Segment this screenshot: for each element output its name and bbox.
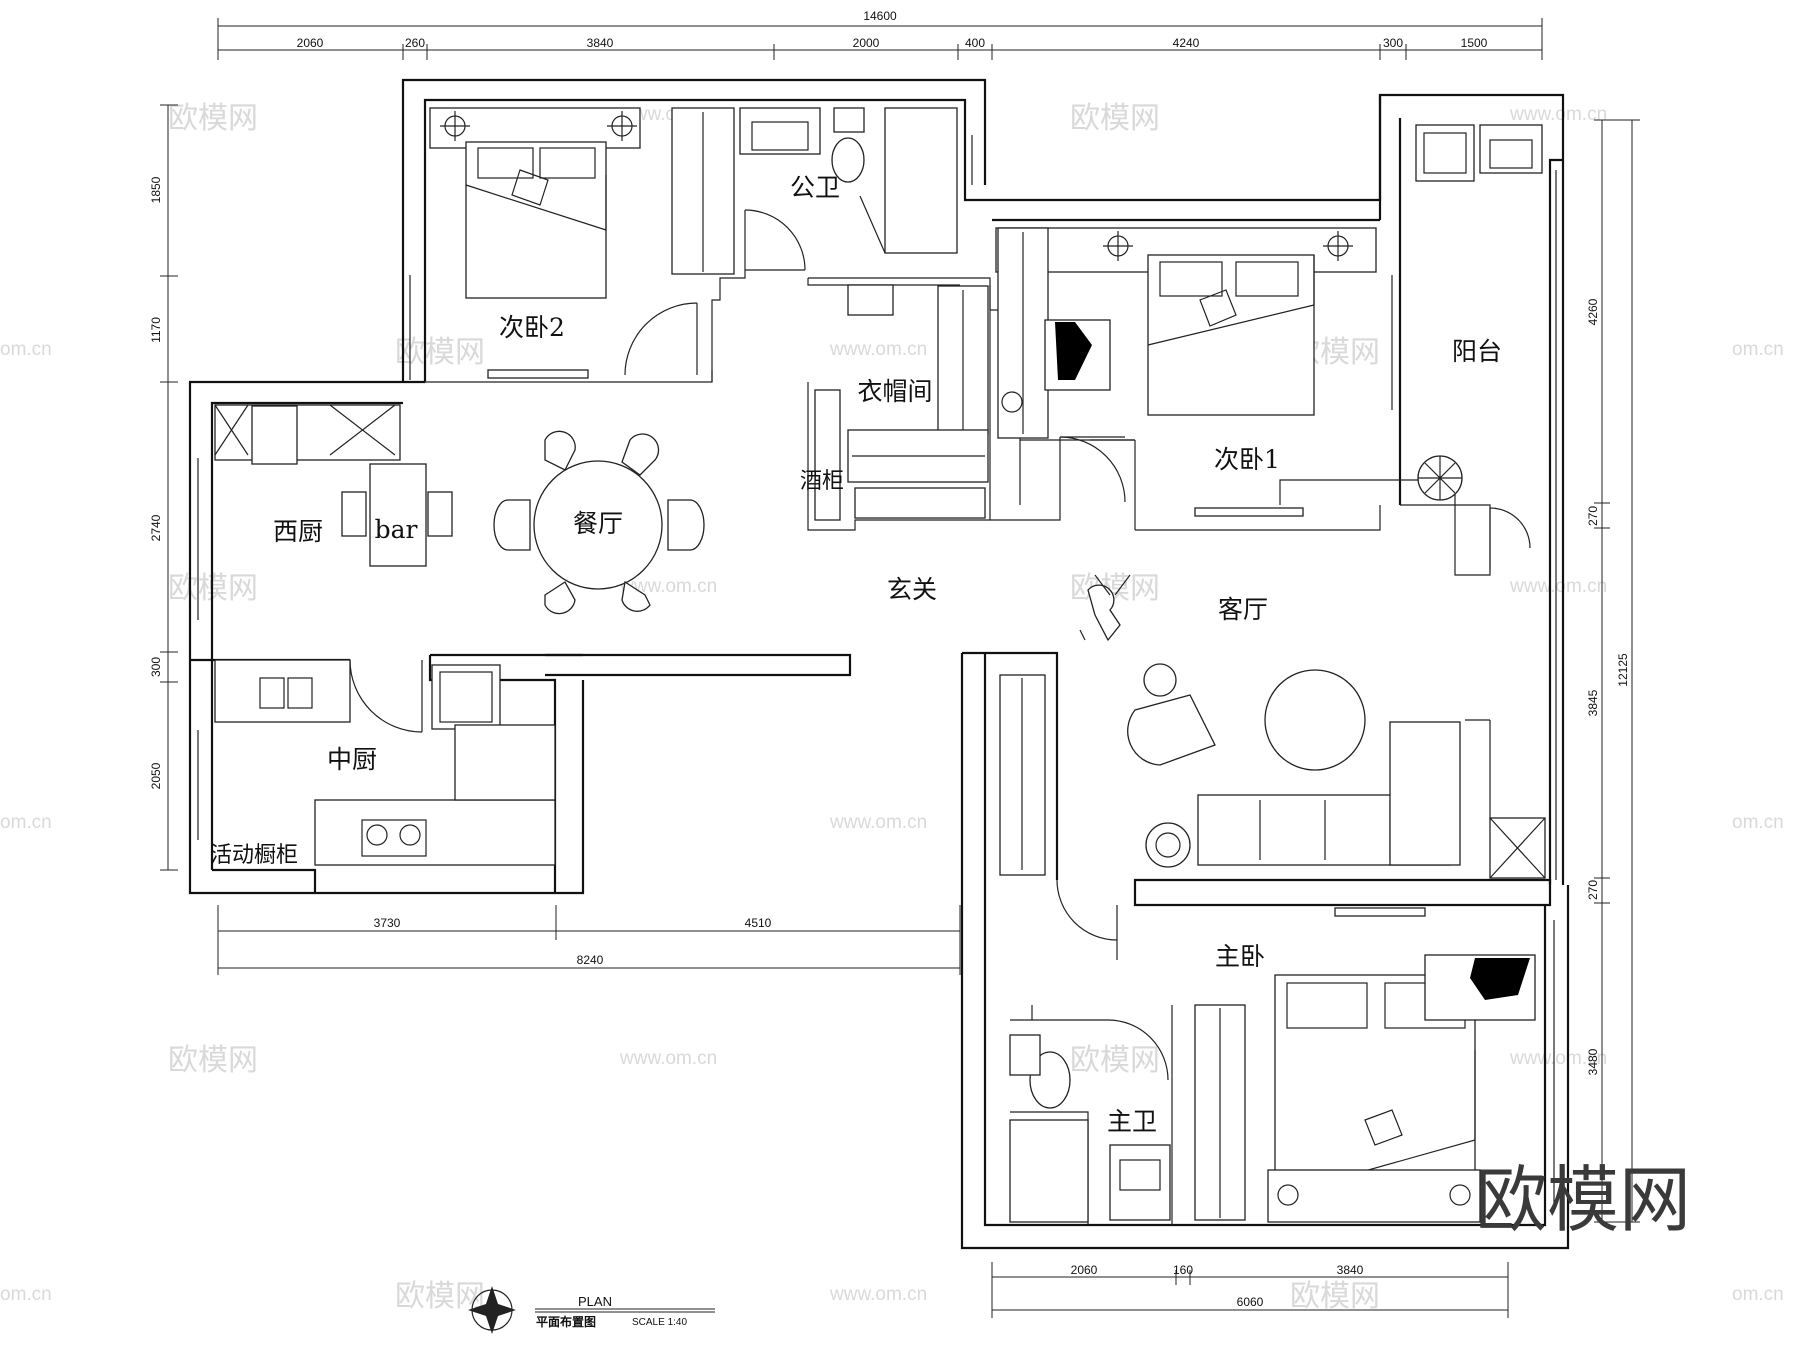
watermark-text: 欧模网 xyxy=(168,1043,258,1078)
watermark-text: 欧模网 xyxy=(1070,101,1160,136)
bedroom1-furniture xyxy=(995,227,1377,517)
watermark-url-edge: om.cn xyxy=(1732,1284,1784,1305)
dim-mid-seg: 4510 xyxy=(745,916,772,930)
watermark-url: www.om.cn xyxy=(1509,1048,1607,1069)
dining-table xyxy=(493,430,705,615)
dim-top-seg: 400 xyxy=(965,36,985,50)
dim-bottom-seg: 160 xyxy=(1173,1263,1193,1277)
plan-title-en: PLAN xyxy=(578,1294,612,1309)
watermark-text: 欧模网 xyxy=(1290,1279,1380,1314)
watermark-url: www.om.cn xyxy=(829,1284,927,1305)
dim-left-seg: 1850 xyxy=(149,176,163,203)
doors xyxy=(349,209,1531,1081)
dim-left-seg: 300 xyxy=(149,657,163,677)
dim-bottom-seg: 2060 xyxy=(1071,1263,1098,1277)
dimension-top: 14600 2060 260 3840 2000 400 4240 300 15… xyxy=(217,9,1543,60)
dim-right-seg: 4260 xyxy=(1586,298,1600,325)
label-living: 客厅 xyxy=(1218,595,1268,624)
dim-top-seg: 300 xyxy=(1383,36,1403,50)
dim-left-seg: 2740 xyxy=(149,514,163,541)
bedroom2-furniture xyxy=(429,107,735,379)
label-balcony: 阳台 xyxy=(1452,337,1502,366)
dim-bottom-total: 6060 xyxy=(1237,1295,1264,1309)
watermark-url: www.om.cn xyxy=(1509,576,1607,597)
watermark-url-edge: om.cn xyxy=(1732,339,1784,360)
label-bedroom1: 次卧1 xyxy=(1214,445,1280,474)
label-public-bath: 公卫 xyxy=(790,173,840,202)
dim-right-seg: 270 xyxy=(1586,880,1600,900)
watermark-url: www.om.cn xyxy=(619,1048,717,1069)
master-bath-fixtures xyxy=(1009,1034,1171,1223)
dimension-right: 4260 270 3845 270 3480 12125 xyxy=(1586,119,1640,1223)
walls xyxy=(188,78,1570,1250)
dim-mid-total: 8240 xyxy=(577,953,604,967)
label-western-kitchen: 西厨 xyxy=(273,517,323,546)
cloakroom-furniture xyxy=(814,284,989,521)
watermark-text: 欧模网 xyxy=(1070,571,1160,606)
dim-top-seg: 4240 xyxy=(1173,36,1200,50)
label-foyer: 玄关 xyxy=(887,575,937,604)
dim-left-seg: 2050 xyxy=(149,762,163,789)
label-master-bedroom: 主卧 xyxy=(1215,942,1265,971)
label-dining: 餐厅 xyxy=(573,509,623,538)
title-block: PLAN 平面布置图 SCALE 1:40 xyxy=(468,1286,715,1334)
watermark-url: www.om.cn xyxy=(619,576,717,597)
dim-bottom-seg: 3840 xyxy=(1337,1263,1364,1277)
watermark-url-edge: om.cn xyxy=(1732,812,1784,833)
dim-top-seg: 2060 xyxy=(297,36,324,50)
dim-top-seg: 3840 xyxy=(587,36,614,50)
watermark-text: 欧模网 xyxy=(395,335,485,370)
balcony-fixtures xyxy=(1415,124,1543,501)
chinese-kitchen-furniture xyxy=(214,659,556,866)
label-chinese-kitchen: 中厨 xyxy=(327,745,377,774)
label-master-bath: 主卫 xyxy=(1107,1107,1157,1136)
label-bedroom2: 次卧2 xyxy=(499,313,565,342)
western-kitchen-furniture xyxy=(214,404,453,567)
watermark-url: www.om.cn xyxy=(829,812,927,833)
dim-right-seg: 270 xyxy=(1586,506,1600,526)
dim-mid-seg: 3730 xyxy=(374,916,401,930)
dimension-bottom: 2060 160 3840 6060 xyxy=(991,1262,1509,1318)
public-bath-fixtures xyxy=(739,107,958,254)
dim-left-seg: 1170 xyxy=(149,317,163,343)
dim-top-total: 14600 xyxy=(863,9,897,23)
watermark-url-edge: om.cn xyxy=(0,812,52,833)
site-logo: 欧模网 xyxy=(1475,1158,1691,1242)
dimension-mid-bottom: 3730 4510 8240 xyxy=(217,905,961,975)
plan-scale: SCALE 1:40 xyxy=(632,1317,687,1328)
watermark-url: www.om.cn xyxy=(1509,104,1607,125)
watermark-text: 欧模网 xyxy=(168,101,258,136)
label-bar: bar xyxy=(375,515,418,544)
dimension-left: 1850 1170 2740 300 2050 xyxy=(149,104,178,871)
watermark-text: 欧模网 xyxy=(1070,1043,1160,1078)
plan-title-cn: 平面布置图 xyxy=(536,1314,596,1329)
dim-top-seg: 2000 xyxy=(853,36,880,50)
master-bedroom-furniture xyxy=(999,674,1536,1223)
dim-top-seg: 1500 xyxy=(1461,36,1488,50)
watermark-url-edge: om.cn xyxy=(0,1284,52,1305)
dim-right-total: 12125 xyxy=(1616,653,1630,687)
dim-top-seg: 260 xyxy=(405,36,425,50)
label-cloakroom: 衣帽间 xyxy=(857,377,932,406)
watermark-url: www.om.cn xyxy=(829,339,927,360)
living-room-furniture xyxy=(1079,574,1546,879)
dim-right-seg: 3480 xyxy=(1586,1048,1600,1075)
compass-icon xyxy=(468,1286,516,1334)
label-wine-cabinet: 酒柜 xyxy=(800,469,844,494)
label-movable-cabinet: 活动橱柜 xyxy=(210,843,298,868)
room-labels: 次卧2 公卫 次卧1 阳台 衣帽间 酒柜 西厨 bar 餐厅 玄关 客厅 中厨 … xyxy=(210,173,1502,1136)
watermark-text: 欧模网 xyxy=(395,1279,485,1314)
watermark-url-edge: om.cn xyxy=(0,339,52,360)
dim-right-seg: 3845 xyxy=(1586,689,1600,716)
